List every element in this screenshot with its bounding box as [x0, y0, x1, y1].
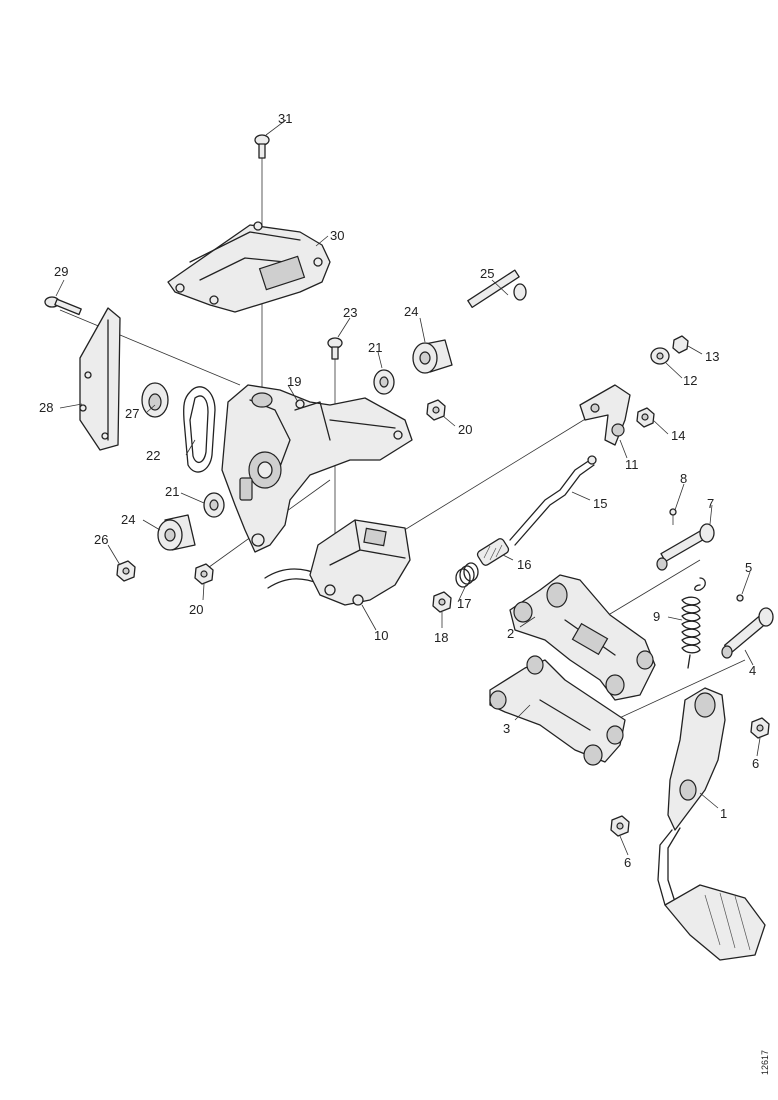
- callout-3: 3: [503, 721, 510, 736]
- callout-24-lower: 24: [121, 512, 135, 527]
- callout-11: 11: [625, 457, 639, 472]
- callout-4: 4: [749, 663, 756, 678]
- part-14-nut: [636, 407, 655, 428]
- callout-labels: 31 30 29 28 27 22 21 24 26 20 19 23 21 2…: [39, 111, 759, 870]
- callout-7: 7: [707, 496, 714, 511]
- part-8-clip: [669, 508, 677, 525]
- callout-30: 30: [330, 228, 344, 243]
- callout-23: 23: [343, 305, 357, 320]
- callout-22: 22: [146, 448, 160, 463]
- callout-9: 9: [653, 609, 660, 624]
- part-6-nut-upper: [750, 717, 770, 739]
- part-24-mount-upper: [412, 339, 453, 374]
- part-10-control-block: [264, 519, 411, 606]
- callout-16: 16: [517, 557, 531, 572]
- leader-lines: [55, 119, 761, 856]
- part-18-nut: [432, 591, 452, 613]
- part-6-nut-lower: [610, 815, 630, 837]
- part-12-washer: [650, 347, 670, 365]
- part-25-bolt: [467, 269, 527, 309]
- part-17-spring: [455, 562, 479, 588]
- part-29-bolt: [44, 296, 82, 316]
- callout-20-right: 20: [458, 422, 472, 437]
- callout-12: 12: [683, 373, 697, 388]
- part-26-nut: [116, 560, 136, 582]
- callout-20-lower: 20: [189, 602, 203, 617]
- callout-24-upper: 24: [404, 304, 418, 319]
- callout-21-upper: 21: [368, 340, 382, 355]
- callout-13: 13: [705, 349, 719, 364]
- callout-10: 10: [374, 628, 388, 643]
- callout-6-lower: 6: [624, 855, 631, 870]
- callout-5: 5: [745, 560, 752, 575]
- callout-18: 18: [434, 630, 448, 645]
- callout-8: 8: [680, 471, 687, 486]
- callout-19: 19: [287, 374, 301, 389]
- part-3-lower-lever: [489, 655, 626, 766]
- callout-31: 31: [278, 111, 292, 126]
- part-5-clip: [736, 594, 744, 602]
- part-22-gasket: [183, 386, 216, 473]
- callout-14: 14: [671, 428, 685, 443]
- callout-21-lower: 21: [165, 484, 179, 499]
- callout-29: 29: [54, 264, 68, 279]
- part-24-mount-lower: [157, 514, 196, 551]
- part-21-bushing-lower: [203, 492, 225, 518]
- callout-28: 28: [39, 400, 53, 415]
- part-9-spring: [681, 577, 706, 669]
- part-20-nut-lower: [194, 563, 214, 585]
- callout-25: 25: [480, 266, 494, 281]
- callout-26: 26: [94, 532, 108, 547]
- part-7-pin: [656, 523, 715, 571]
- callout-17: 17: [457, 596, 471, 611]
- main-housing: [221, 384, 413, 553]
- part-20-nut-right: [426, 399, 446, 421]
- part-1-pedal: [657, 687, 766, 961]
- part-16-sleeve: [476, 538, 510, 566]
- part-15-link-rod: [509, 455, 597, 546]
- part-30-cover-plate: [167, 221, 331, 313]
- callout-6-upper: 6: [752, 756, 759, 771]
- part-28-side-bracket: [79, 307, 121, 451]
- callout-15: 15: [593, 496, 607, 511]
- part-23-screw: [327, 337, 343, 360]
- callout-1: 1: [720, 806, 727, 821]
- part-31-screw: [254, 134, 270, 159]
- part-2-upper-lever: [509, 574, 656, 701]
- figure-reference: 12617: [760, 1050, 770, 1075]
- part-11-bracket: [579, 384, 631, 446]
- part-21-bushing-upper: [373, 369, 395, 395]
- callout-2: 2: [507, 626, 514, 641]
- callout-27: 27: [125, 406, 139, 421]
- part-13-nut: [672, 335, 689, 354]
- part-27-seal: [141, 382, 169, 418]
- part-4-pin: [721, 607, 774, 659]
